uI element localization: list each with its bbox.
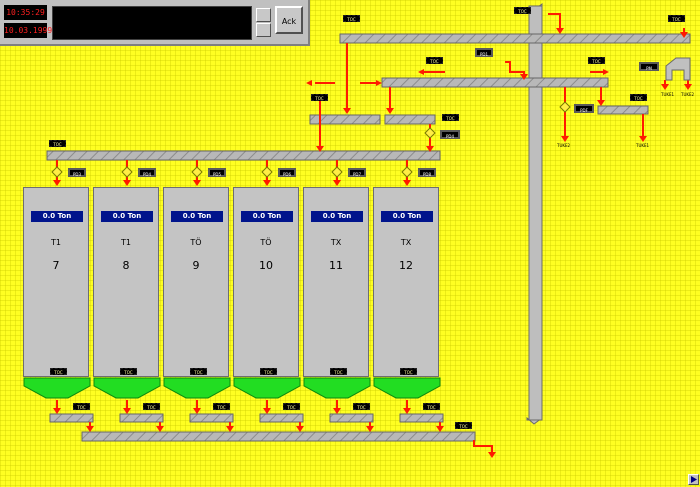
conveyor-feed-6 [399,413,444,423]
silo-10[interactable]: 0.0 Ton TÖ 10 [233,187,299,377]
silo-product: T1 [51,238,61,247]
conveyor-feed-2 [119,413,164,423]
conveyor-feed-5 [329,413,374,423]
valve-label-pdf[interactable]: PDF [574,104,594,113]
conveyor-bottom [81,431,476,442]
silo-product: T1 [121,238,131,247]
silo-number: 11 [329,259,343,272]
motor-tag[interactable]: TOC [73,403,90,410]
outlet-label-tuke2-top: TUKE2 [681,92,695,97]
silo-weight: 0.0 Ton [381,211,433,222]
motor-tag[interactable]: TOC [514,7,531,14]
conveyor-feed-3 [189,413,234,423]
silo-weight: 0.0 Ton [101,211,153,222]
valve-label-pm[interactable]: PM [639,62,659,71]
silo-number: 12 [399,259,413,272]
silo-8[interactable]: 0.0 Ton T1 8 [93,187,159,377]
motor-tag[interactable]: TOC [311,94,328,101]
silo-weight: 0.0 Ton [311,211,363,222]
motor-tag[interactable]: TOC [343,15,360,22]
silo-weight: 0.0 Ton [171,211,223,222]
motor-tag[interactable]: TOC [423,403,440,410]
clock-date: 10.03.1999 [4,23,52,38]
motor-tag[interactable]: TOC [50,368,67,375]
silo-product: TÖ [190,238,202,247]
outlet-label-tuke1: TUKE1 [636,143,650,148]
conveyor-small-b [384,114,436,125]
elevator-shaft [528,5,543,421]
conveyor-top [339,33,691,44]
ack-button[interactable]: Ack [275,6,303,34]
outlet-label-tuke1-top: TUKE1 [661,92,675,97]
next-page-button[interactable] [688,474,699,485]
splitter [665,57,691,81]
silo-weight: 0.0 Ton [31,211,83,222]
diverter-valves [51,101,571,178]
motor-tag[interactable]: TOC [588,57,605,64]
silo-9[interactable]: 0.0 Ton TÖ 9 [163,187,229,377]
valve-label[interactable]: PD8 [418,168,436,177]
motor-tag[interactable]: TOC [49,140,66,147]
silo-weight: 0.0 Ton [241,211,293,222]
motor-tag[interactable]: TOC [455,422,472,429]
conveyor-feed-4 [259,413,304,423]
conveyor-feed-1 [49,413,94,423]
motor-tag[interactable]: TOC [400,368,417,375]
motor-tag[interactable]: TOC [143,403,160,410]
outlet-label-tuke2: TUKE2 [557,143,571,148]
motor-tag[interactable]: TOC [330,368,347,375]
motor-tag[interactable]: TOC [442,114,459,121]
silo-11[interactable]: 0.0 Ton TX 11 [303,187,369,377]
motor-tag[interactable]: TOC [120,368,137,375]
flow-arrows [53,28,692,458]
silo-number: 9 [192,259,200,272]
play-icon [691,476,697,483]
control-panel: 10:35:29 10.03.1999 Ack [0,0,310,46]
motor-tag[interactable]: TOC [213,403,230,410]
silo-number: 7 [52,259,60,272]
conveyor-small-c [597,105,649,115]
motor-tag[interactable]: TOC [260,368,277,375]
silo-product: TX [400,238,412,247]
valve-label[interactable]: PD4 [138,168,156,177]
motor-tag[interactable]: TOC [353,403,370,410]
valve-label-pd[interactable]: PD1 [475,48,493,57]
silo-7[interactable]: 0.0 Ton T1 7 [23,187,89,377]
motor-tag[interactable]: TOC [283,403,300,410]
valve-label-pd4[interactable]: PD4 [440,130,460,139]
conveyor-upper [381,77,609,88]
scroll-down-button[interactable] [256,23,271,37]
valve-label[interactable]: PD5 [208,168,226,177]
scroll-up-button[interactable] [256,8,271,22]
silo-product: TÖ [260,238,272,247]
silo-product: TX [330,238,342,247]
motor-tag[interactable]: TOC [426,57,443,64]
valve-label[interactable]: PD6 [278,168,296,177]
alarm-message-box [52,6,252,40]
silo-number: 8 [122,259,130,272]
motor-tag[interactable]: TOC [190,368,207,375]
valve-label[interactable]: PD3 [68,168,86,177]
conveyor-silo-top [46,150,441,161]
clock-time: 10:35:29 [4,5,47,20]
motor-tag[interactable]: TOC [630,94,647,101]
silo-number: 10 [259,259,273,272]
silo-12[interactable]: 0.0 Ton TX 12 [373,187,439,377]
conveyor-small-a [309,114,381,125]
motor-tag[interactable]: TOC [668,15,685,22]
silo-hoppers [23,377,441,399]
valve-label[interactable]: PD7 [348,168,366,177]
